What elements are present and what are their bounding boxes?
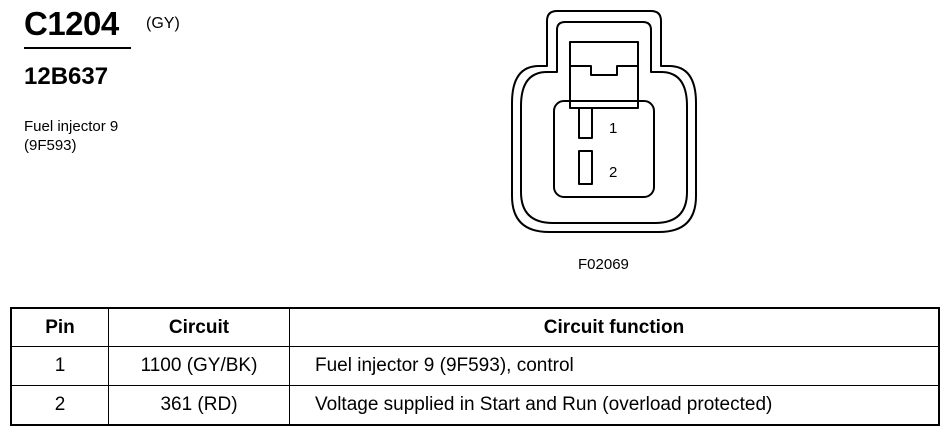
locking-tab [569, 41, 639, 109]
part-number: 12B637 [24, 63, 109, 90]
circuit-cell: 361 (RD) [108, 385, 290, 426]
circuit-cell: 1100 (GY/BK) [108, 346, 290, 386]
pin-table: Pin Circuit Circuit function 1 1100 (GY/… [10, 307, 940, 426]
table-row: 2 361 (RD) Voltage supplied in Start and… [10, 385, 940, 426]
connector-color-code: (GY) [146, 15, 180, 32]
header-circuit: Circuit [108, 307, 290, 347]
description-line: (9F593) [24, 137, 77, 154]
table-row: 1 1100 (GY/BK) Fuel injector 9 (9F593), … [10, 346, 940, 386]
locking-tab-notch [570, 65, 638, 76]
connector-housing-inner [520, 21, 688, 224]
function-cell: Fuel injector 9 (9F593), control [289, 346, 940, 386]
connector-face-diagram: 1 2 [511, 10, 697, 233]
figure-id: F02069 [578, 256, 629, 273]
terminal-pin-1 [578, 107, 593, 139]
pin-1-label: 1 [609, 120, 617, 137]
pin-cavity-block [553, 100, 655, 198]
title-underline [24, 47, 131, 49]
header-circuit-function: Circuit function [289, 307, 940, 347]
function-cell: Voltage supplied in Start and Run (overl… [289, 385, 940, 426]
component-description: Fuel injector 9 (9F593) [24, 117, 118, 155]
pin-cell: 2 [10, 385, 109, 426]
terminal-pin-2 [578, 150, 593, 185]
connector-housing-outer [511, 10, 697, 233]
description-line: Fuel injector 9 [24, 118, 119, 135]
header-pin: Pin [10, 307, 109, 347]
pin-cell: 1 [10, 346, 109, 386]
table-header-row: Pin Circuit Circuit function [10, 307, 940, 347]
connector-id: C1204 [24, 5, 119, 42]
pin-2-label: 2 [609, 164, 617, 181]
